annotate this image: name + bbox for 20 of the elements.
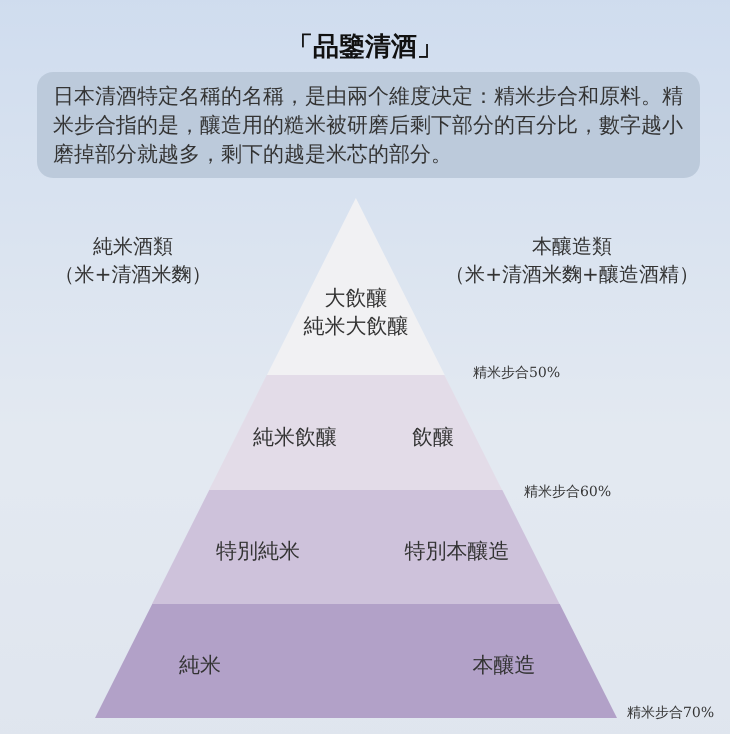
sake-grade-label: 特別純米: [216, 538, 300, 565]
description-box: [37, 72, 700, 178]
polishing-ratio-label: 精米步合60%: [524, 483, 612, 501]
description-text: 日本清酒特定名稱的名稱，是由兩个維度决定：精米步合和原料。精米步合指的是，釀造用的糙米被研磨后剩下部分的百分比，數字越小磨掉部分就越多，剩下的越是米芯的部分。: [53, 83, 684, 168]
sake-grade-label: 特別本釀造: [404, 538, 510, 565]
pyramid-tier: [95, 604, 617, 718]
sake-grade-label: 大飲釀: [324, 285, 388, 312]
category-label: 本釀造類: [532, 233, 612, 260]
category-ingredients-label: （米+清酒米麴）: [54, 261, 212, 288]
polishing-ratio-label: 精米步合50%: [473, 364, 560, 382]
category-ingredients-label: （米+清酒米麴+釀造酒精）: [445, 261, 699, 288]
pyramid-tier: [267, 198, 445, 375]
sake-grade-label: 純米: [179, 652, 221, 679]
sake-grade-label: 純米大飲釀: [303, 313, 408, 340]
category-label: 純米酒類: [93, 233, 173, 260]
polishing-ratio-label: 精米步合70%: [627, 704, 714, 722]
sake-grade-label: 純米飲釀: [252, 424, 337, 451]
sake-grade-label: 飲釀: [412, 424, 454, 451]
title: 「品鑒清酒」: [286, 31, 444, 64]
sake-grade-label: 本釀造: [472, 652, 536, 679]
